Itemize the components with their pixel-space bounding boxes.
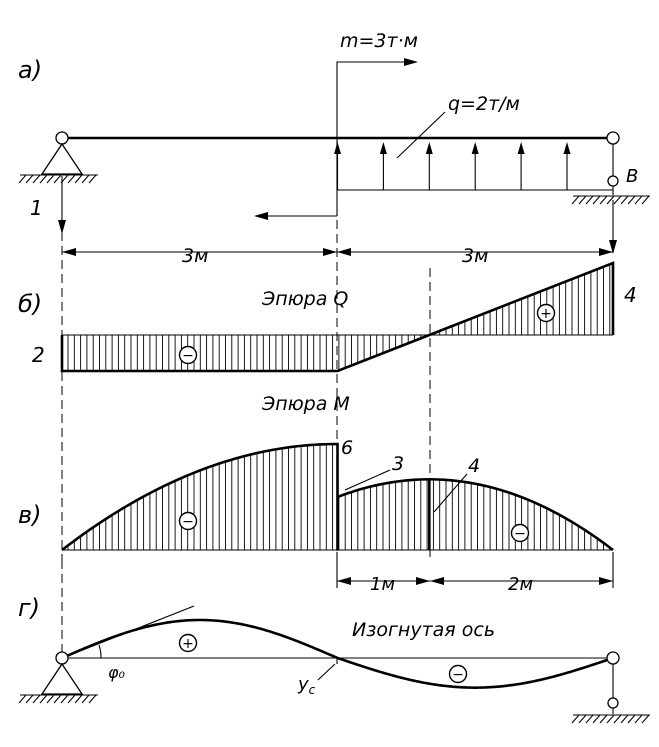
- m-jump-top-value: 6: [341, 437, 353, 459]
- dim-1m-label: 1м: [370, 574, 395, 595]
- dim-2m-label: 2м: [508, 574, 533, 595]
- deflected-axis-title: Изогнутая ось: [352, 619, 495, 641]
- m-diagram-hatch: [67, 444, 611, 550]
- part-b-label: б): [18, 290, 42, 318]
- svg-text:−: −: [514, 526, 526, 542]
- m-leader-4: [433, 473, 468, 513]
- moment-label: m=3т·м: [340, 30, 418, 52]
- span-left-label: 3м: [182, 245, 208, 267]
- svg-text:−: −: [182, 514, 194, 530]
- q-right-value: 4: [624, 283, 637, 307]
- svg-text:−: −: [182, 348, 194, 364]
- reaction-left-value: 1: [30, 196, 43, 220]
- distributed-load: [334, 142, 613, 191]
- span-right-label: 3м: [462, 245, 488, 267]
- right-roller-support-d: [571, 651, 650, 724]
- q-diagram-hatch: [67, 264, 611, 371]
- load-arrow-head: [517, 142, 525, 154]
- svg-text:+: +: [540, 306, 552, 322]
- part-d-label: г): [18, 594, 40, 622]
- q-diagram-title: Эпюра Q: [261, 288, 348, 310]
- phi0-arc: [98, 644, 102, 659]
- tangent-line: [69, 605, 195, 656]
- yc-label: yc: [297, 674, 316, 697]
- load-arrow-head: [563, 142, 571, 154]
- left-pin-support-d: [18, 651, 98, 704]
- right-reaction-arrow: [609, 200, 617, 254]
- defl-left-sign: +: [178, 633, 198, 653]
- support-b-label: B: [626, 166, 638, 187]
- q-right-sign: +: [536, 303, 556, 323]
- load-leader-line: [396, 111, 446, 159]
- load-arrow-head: [379, 142, 387, 154]
- m-left-sign: −: [178, 511, 198, 531]
- load-label: q=2т/м: [448, 93, 520, 115]
- load-arrow-head: [471, 142, 479, 154]
- deflected-curve: [61, 618, 613, 689]
- m-jump-bottom-value: 3: [392, 453, 404, 475]
- sub-dimension-line: [336, 552, 614, 588]
- q-diagram-outline: [60, 261, 615, 373]
- defl-right-sign: −: [448, 664, 468, 684]
- svg-text:+: +: [182, 636, 194, 652]
- load-arrow-head: [334, 142, 341, 154]
- m-right-sign: −: [510, 523, 530, 543]
- left-pin-support: [18, 131, 98, 184]
- q-left-sign: −: [178, 345, 198, 365]
- yc-leader: [317, 663, 336, 681]
- m-diagram-title: Эпюра M: [261, 393, 350, 415]
- phi0-label: φ₀: [108, 663, 126, 682]
- part-a-label: а): [18, 56, 42, 84]
- m-diagram-outline: [61, 442, 614, 552]
- svg-text:−: −: [452, 667, 464, 683]
- part-c-label: в): [18, 501, 42, 529]
- load-arrow-head: [425, 142, 433, 154]
- q-left-value: 2: [32, 343, 45, 367]
- m-peak-value: 4: [468, 455, 480, 477]
- m-leader-3: [344, 469, 391, 491]
